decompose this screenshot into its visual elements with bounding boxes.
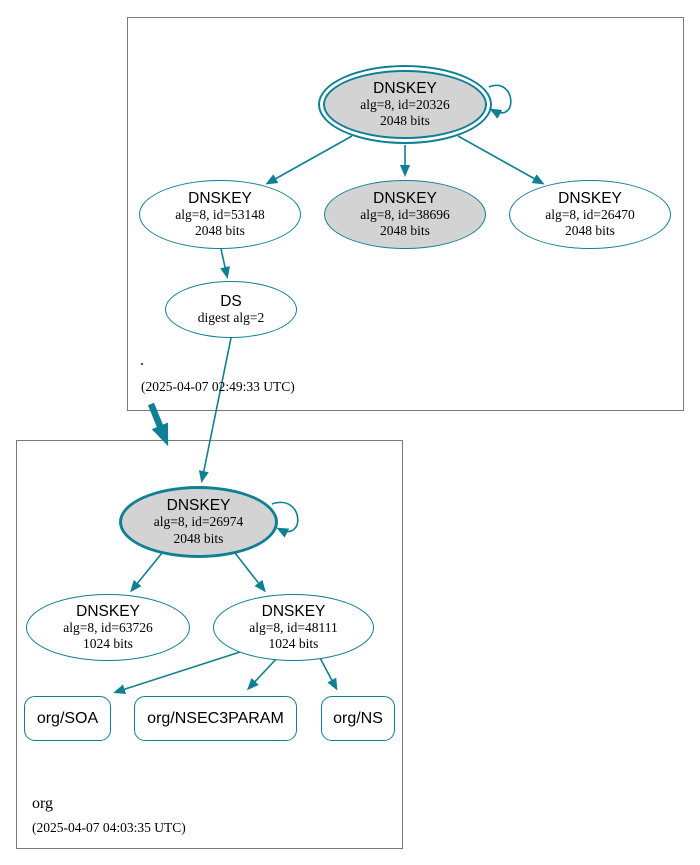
- root-ksk-node[interactable]: DNSKEY alg=8, id=20326 2048 bits: [318, 65, 492, 144]
- root-zsk-53148-bits: 2048 bits: [195, 223, 245, 239]
- edge-zsk-48111-to-ns: [318, 655, 338, 691]
- root-ksk-node-inner: DNSKEY alg=8, id=20326 2048 bits: [323, 70, 487, 139]
- rrset-org-ns[interactable]: org/NS: [321, 696, 395, 741]
- org-zsk-63726-detail: alg=8, id=63726: [63, 619, 153, 635]
- root-zsk-53148-node[interactable]: DNSKEY alg=8, id=53148 2048 bits: [139, 180, 301, 249]
- org-zone-label: org: [32, 795, 54, 812]
- org-ksk-title: DNSKEY: [166, 497, 231, 515]
- root-ksk-detail: alg=8, id=20326: [360, 96, 450, 112]
- root-zsk-38696-title: DNSKEY: [373, 189, 437, 207]
- edge-root-ksk-self-loop: [488, 84, 512, 119]
- root-ksk-bits: 2048 bits: [380, 113, 430, 129]
- ds-node[interactable]: DS digest alg=2: [165, 281, 297, 338]
- edge-root-ksk-to-zsk-53148: [265, 135, 353, 185]
- root-zsk-53148-detail: alg=8, id=53148: [175, 206, 265, 222]
- edge-org-ksk-self-loop: [271, 501, 299, 538]
- org-ksk-detail: alg=8, id=26974: [153, 514, 244, 530]
- rrset-org-ns-label: org/NS: [333, 709, 383, 727]
- root-zsk-38696-detail: alg=8, id=38696: [360, 206, 450, 222]
- org-zsk-63726-node[interactable]: DNSKEY alg=8, id=63726 1024 bits: [26, 594, 190, 661]
- root-zsk-26470-bits: 2048 bits: [565, 223, 615, 239]
- root-zsk-53148-title: DNSKEY: [188, 189, 252, 207]
- root-zone-timestamp: (2025-04-07 02:49:33 UTC): [141, 379, 295, 394]
- org-zsk-48111-node[interactable]: DNSKEY alg=8, id=48111 1024 bits: [213, 594, 374, 661]
- edge-zsk-48111-to-soa: [113, 651, 241, 695]
- root-zsk-26470-title: DNSKEY: [558, 189, 622, 207]
- edge-org-ksk-to-zsk-48111: [234, 552, 266, 593]
- edge-zsk-53148-to-ds: [220, 248, 230, 279]
- org-zsk-48111-bits: 1024 bits: [268, 636, 319, 652]
- ds-detail: digest alg=2: [197, 309, 265, 325]
- root-ksk-title: DNSKEY: [373, 79, 437, 97]
- org-ksk-node[interactable]: DNSKEY alg=8, id=26974 2048 bits: [119, 486, 278, 558]
- edge-ds-to-org-ksk: [198, 337, 232, 483]
- org-zsk-48111-title: DNSKEY: [261, 602, 326, 620]
- edge-zsk-48111-to-nsec3param: [246, 655, 280, 691]
- edge-root-zone-to-org-zone: [147, 402, 169, 447]
- org-zsk-63726-bits: 1024 bits: [83, 636, 133, 652]
- org-zsk-63726-title: DNSKEY: [76, 602, 140, 620]
- org-zsk-48111-detail: alg=8, id=48111: [249, 619, 338, 635]
- root-zsk-26470-detail: alg=8, id=26470: [545, 206, 635, 222]
- org-zone-timestamp: (2025-04-07 04:03:35 UTC): [32, 820, 186, 835]
- root-zone-label: .: [140, 352, 144, 369]
- root-zsk-38696-node[interactable]: DNSKEY alg=8, id=38696 2048 bits: [324, 180, 486, 249]
- rrset-org-nsec3param-label: org/NSEC3PARAM: [147, 709, 284, 727]
- edge-org-ksk-to-zsk-63726: [130, 552, 163, 593]
- rrset-org-soa-label: org/SOA: [36, 709, 99, 727]
- ds-title: DS: [220, 292, 242, 310]
- rrset-org-soa[interactable]: org/SOA: [24, 696, 111, 741]
- org-ksk-bits: 2048 bits: [173, 530, 224, 546]
- edge-root-ksk-to-zsk-26470: [457, 135, 545, 185]
- rrset-org-nsec3param[interactable]: org/NSEC3PARAM: [134, 696, 297, 741]
- root-zsk-26470-node[interactable]: DNSKEY alg=8, id=26470 2048 bits: [509, 180, 671, 249]
- root-zsk-38696-bits: 2048 bits: [380, 223, 430, 239]
